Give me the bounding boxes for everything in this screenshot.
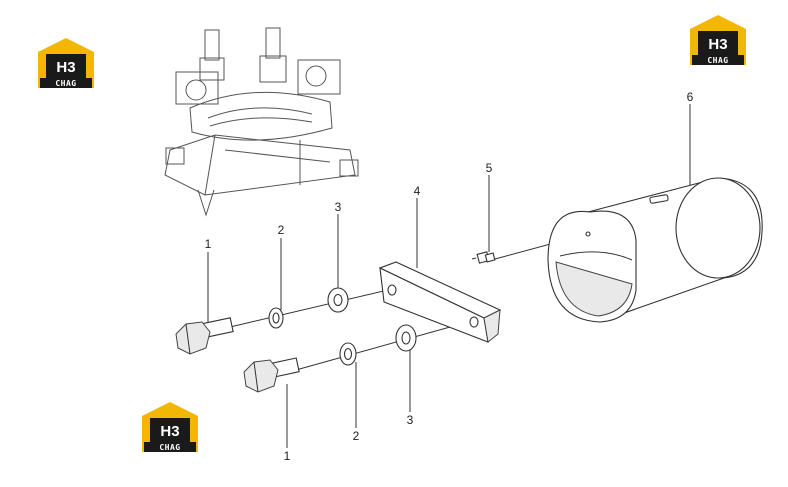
callout-4: 4 bbox=[414, 184, 421, 198]
assembly-reference-sketch bbox=[164, 27, 359, 217]
logo-text: H3 bbox=[56, 59, 75, 76]
logo-top-right: H3 CHAG bbox=[690, 15, 746, 65]
logo-plate bbox=[46, 54, 86, 78]
logo-top-left: H3 CHAG bbox=[38, 38, 94, 88]
link-plate-part-4 bbox=[378, 261, 502, 343]
bolt-part-1-upper bbox=[175, 317, 234, 355]
leader-lines bbox=[207, 104, 691, 448]
callout-3-upper: 3 bbox=[335, 200, 342, 214]
callout-labels: 1 2 3 4 5 6 1 2 3 bbox=[205, 90, 694, 463]
flat-washer-part-3-upper bbox=[327, 287, 349, 313]
flat-washer-part-3-lower bbox=[395, 324, 417, 352]
logo-text: H3 bbox=[160, 423, 179, 440]
callout-2-lower: 2 bbox=[353, 429, 360, 443]
logo-text: H3 bbox=[708, 36, 727, 53]
logo-plate bbox=[150, 418, 190, 442]
lock-washer-part-2-lower bbox=[339, 342, 357, 366]
lock-washer-part-2-upper bbox=[268, 307, 284, 329]
logo-subtext: CHAG bbox=[159, 443, 180, 452]
callout-6: 6 bbox=[687, 90, 694, 104]
bolt-part-1-lower bbox=[243, 357, 300, 393]
callout-3-lower: 3 bbox=[407, 413, 414, 427]
callout-2-upper: 2 bbox=[278, 223, 285, 237]
logo-subtext: CHAG bbox=[707, 56, 728, 65]
logo-subtext: CHAG bbox=[55, 79, 76, 88]
pin-cylinder-part-6 bbox=[547, 177, 763, 323]
callout-1-lower: 1 bbox=[284, 449, 291, 463]
grease-fitting-part-5 bbox=[471, 251, 496, 264]
callout-1-upper: 1 bbox=[205, 237, 212, 251]
logo-plate bbox=[698, 31, 738, 55]
callout-5: 5 bbox=[486, 161, 493, 175]
logo-bottom-left: H3 CHAG bbox=[142, 402, 198, 452]
